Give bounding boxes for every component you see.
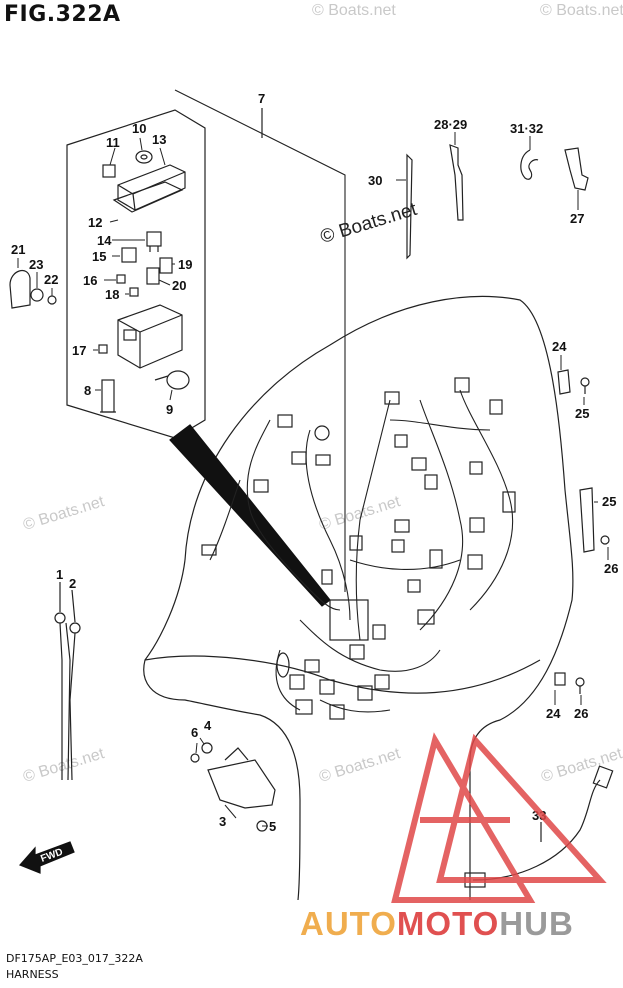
callout-5: 5 [269,819,276,834]
part-21-cap [9,269,31,309]
leader-2 [71,589,76,623]
watermark-text: © Boats.net [540,2,623,19]
part-9-plug [154,370,190,390]
callout-24-upper: 24 [552,339,567,354]
part-24-clip-lower [554,672,566,686]
callout-4: 4 [204,718,212,733]
figure-title: FIG.322A [4,2,121,27]
fwd-arrow: FWD [18,841,75,874]
callout-30: 30 [368,173,382,188]
part-14-relay [146,231,162,252]
watermark-text: © Boats.net [312,2,396,19]
callout-2: 2 [69,576,76,591]
part-3-bracket [207,747,276,809]
engine-cover-outline [143,295,574,901]
callout-26-upper: 25 [575,406,589,421]
callout-8: 8 [84,383,91,398]
part-24-clip-upper [557,369,571,395]
callout-26-mid: 26 [604,561,618,576]
part-30-tie [406,153,413,260]
part-17-clip [98,344,108,354]
part-22-washer [47,295,57,305]
callout-21: 21 [11,242,25,257]
part-2-cable [69,622,81,781]
callout-12: 12 [88,215,102,230]
part-18-fuse [129,287,139,297]
callout-22: 22 [44,272,58,287]
figure-code: DF175AP_E03_017_322A [6,952,143,965]
engine-cover-skirt [144,655,541,694]
part-10-grommet [135,150,153,164]
callout-leaders [17,132,609,827]
part-28-29-tie [449,144,464,221]
brand-watermark: AUTOMOTOHUB [300,905,574,943]
callout-25: 25 [602,494,616,509]
part-23-nut [30,288,44,302]
callout-15: 15 [92,249,106,264]
part-26-bolt-upper [580,377,590,394]
part-11-clip [102,164,116,178]
part-25-bracket [579,487,595,553]
part-31-32-clamp [520,149,539,180]
callout-6: 6 [191,725,198,740]
callout-17: 17 [72,343,86,358]
svg-text:FWD: FWD [39,847,64,865]
part-27-bracket [564,147,589,191]
part-13-fuse-box [117,164,186,211]
leader-frame-7 [174,89,346,592]
part-20-fuse [146,267,160,285]
part-1-cable [54,612,71,781]
callout-7: 7 [258,91,265,106]
callout-10: 10 [132,121,146,136]
brand-part-moto: MOTO [396,905,500,942]
callout-16: 16 [83,273,97,288]
part-15-relay [121,247,137,263]
callout-26-lower: 26 [574,706,588,721]
callout-23: 23 [29,257,43,272]
callout-18: 18 [105,287,119,302]
brand-part-auto: AUTO [300,905,397,942]
callout-1: 1 [56,567,63,582]
part-6-bolt [190,753,200,763]
callout-28-29: 28·29 [434,117,467,132]
wire-harness [209,389,514,713]
callout-31-32: 31·32 [510,121,543,136]
part-19-relay [159,257,173,274]
callout-13: 13 [152,132,166,147]
callout-27: 27 [570,211,584,226]
callout-24-lower: 24 [546,706,561,721]
part-12-gasket [112,181,184,213]
figure-name: HARNESS [6,968,59,981]
callout-19: 19 [178,257,192,272]
callout-20: 20 [172,278,186,293]
part-26-bolt-mid [600,535,610,545]
part-8-connector [100,379,116,413]
callout-11: 11 [106,135,120,150]
callout-14: 14 [97,233,112,248]
brand-logo-icon [391,732,607,903]
callout-9: 9 [166,402,173,417]
harness-connectors [201,377,516,720]
part-4-nut [201,742,213,754]
parts-group-box [66,109,206,439]
part-box-main [117,304,183,369]
brand-part-hub: HUB [499,905,574,942]
part-16-fuse [116,274,126,284]
callout-3: 3 [219,814,226,829]
part-26-bolt-lower [575,677,585,694]
